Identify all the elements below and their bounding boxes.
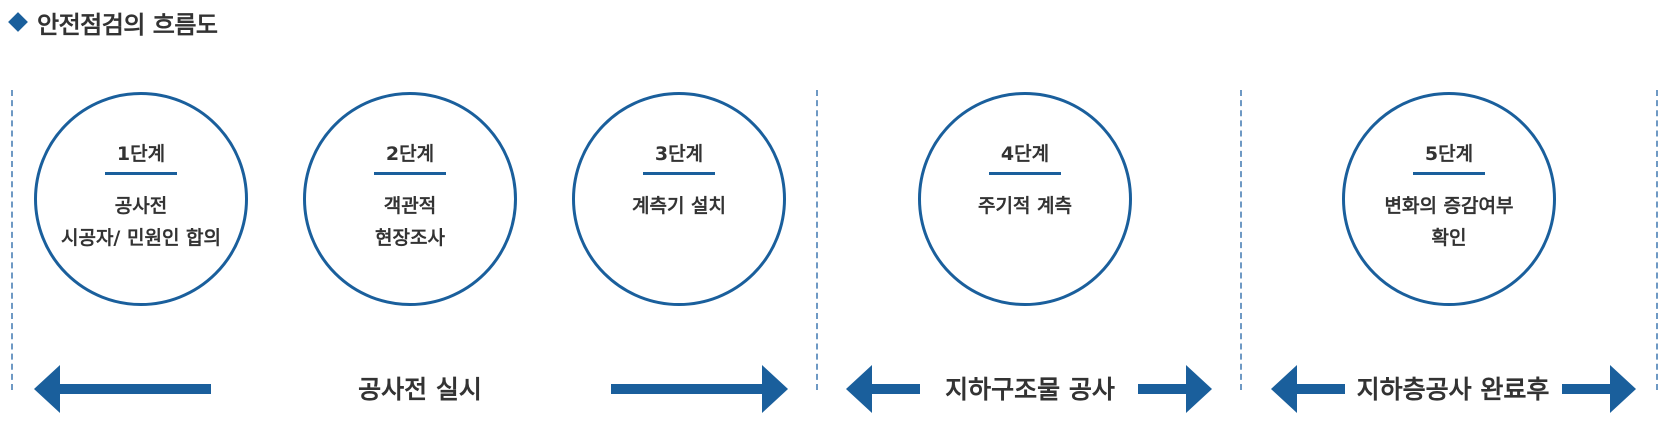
step-description: 변화의 증감여부 확인 [1353, 190, 1545, 254]
step-label: 2단계 [385, 143, 435, 165]
step-description-line: 객관적 [383, 195, 437, 217]
phase-1-right-arrow-icon [611, 365, 788, 413]
step-description-line: 주기적 계측 [977, 195, 1072, 217]
step-circle-2: 2단계 객관적 현장조사 [303, 92, 517, 306]
step-description: 공사전 시공자/ 민원인 합의 [45, 190, 237, 254]
step-description-line: 시공자/ 민원인 합의 [60, 227, 221, 249]
phase-3-left-arrow-icon [1271, 365, 1345, 413]
step-description: 객관적 현장조사 [314, 190, 506, 254]
step-label: 1단계 [116, 143, 166, 165]
step-description-line: 공사전 [114, 195, 168, 217]
step-label: 3단계 [654, 143, 704, 165]
phase-label-1: 공사전 실시 [358, 375, 482, 404]
step-underline [1413, 172, 1485, 175]
phase-divider [816, 90, 818, 390]
phase-1-left-arrow-icon [34, 365, 211, 413]
step-description: 계측기 설치 [583, 190, 775, 222]
step-label: 4단계 [1000, 143, 1050, 165]
step-circle-4: 4단계 주기적 계측 [918, 92, 1132, 306]
step-description-line: 변화의 증감여부 [1384, 195, 1514, 217]
phase-2-left-arrow-icon [846, 365, 920, 413]
phase-label-3: 지하층공사 완료후 [1356, 375, 1550, 404]
step-description-line: 확인 [1431, 227, 1467, 249]
step-underline [989, 172, 1061, 175]
step-underline [374, 172, 446, 175]
phase-divider [1240, 90, 1242, 390]
phase-label-2: 지하구조물 공사 [945, 375, 1115, 404]
title-text: 안전점검의 흐름도 [37, 10, 218, 39]
step-label: 5단계 [1424, 143, 1474, 165]
step-description-line: 계측기 설치 [631, 195, 726, 217]
step-underline [105, 172, 177, 175]
step-circle-5: 5단계 변화의 증감여부 확인 [1342, 92, 1556, 306]
phase-divider [11, 90, 13, 390]
step-underline [643, 172, 715, 175]
step-circle-1: 1단계 공사전 시공자/ 민원인 합의 [34, 92, 248, 306]
phase-2-right-arrow-icon [1138, 365, 1212, 413]
step-circle-3: 3단계 계측기 설치 [572, 92, 786, 306]
phase-3-right-arrow-icon [1562, 365, 1636, 413]
step-description-line: 현장조사 [375, 227, 445, 249]
diagram-title: 안전점검의 흐름도 [8, 4, 218, 40]
phase-divider [1656, 90, 1658, 390]
step-description: 주기적 계측 [929, 190, 1121, 222]
